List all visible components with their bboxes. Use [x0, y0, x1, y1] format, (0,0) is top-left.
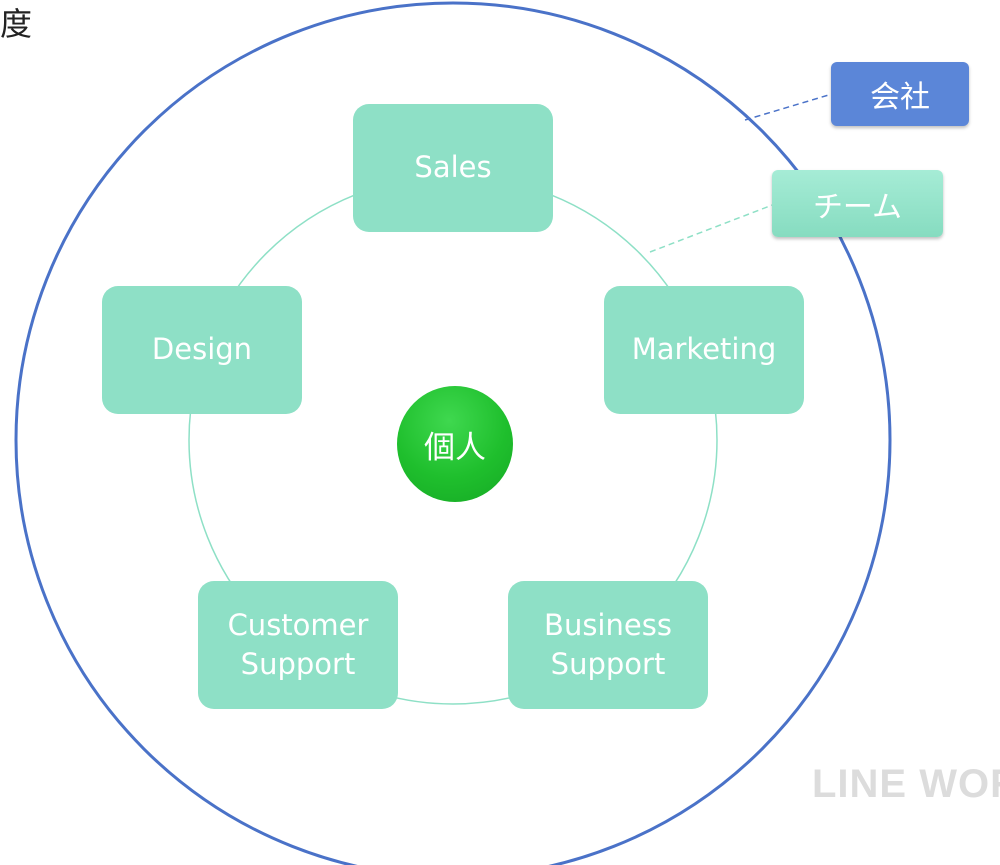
company-connector: [744, 93, 833, 121]
company-circle: [14, 1, 892, 865]
team-design: Design: [102, 286, 302, 414]
individual-node: 個人: [397, 386, 513, 502]
company-label-text: 会社: [870, 80, 930, 115]
team-business-support: Business Support: [508, 581, 708, 709]
individual-label: 個人: [424, 429, 486, 466]
team-customer-support: Customer Support: [198, 581, 398, 709]
team-label: チーム: [772, 170, 943, 237]
team-business-support-label: Business Support: [544, 607, 672, 681]
team-label-text: チーム: [812, 189, 903, 225]
team-sales-label: Sales: [414, 150, 492, 185]
team-marketing-label: Marketing: [631, 332, 777, 367]
team-customer-support-label: Customer Support: [227, 607, 369, 681]
team-marketing: Marketing: [604, 286, 804, 414]
corner-text: 度: [0, 5, 33, 43]
company-label: 会社: [831, 62, 969, 126]
team-sales: Sales: [353, 104, 553, 232]
team-connector: [649, 203, 776, 253]
team-design-label: Design: [151, 332, 253, 367]
watermark: LINE WOR: [812, 762, 1000, 806]
